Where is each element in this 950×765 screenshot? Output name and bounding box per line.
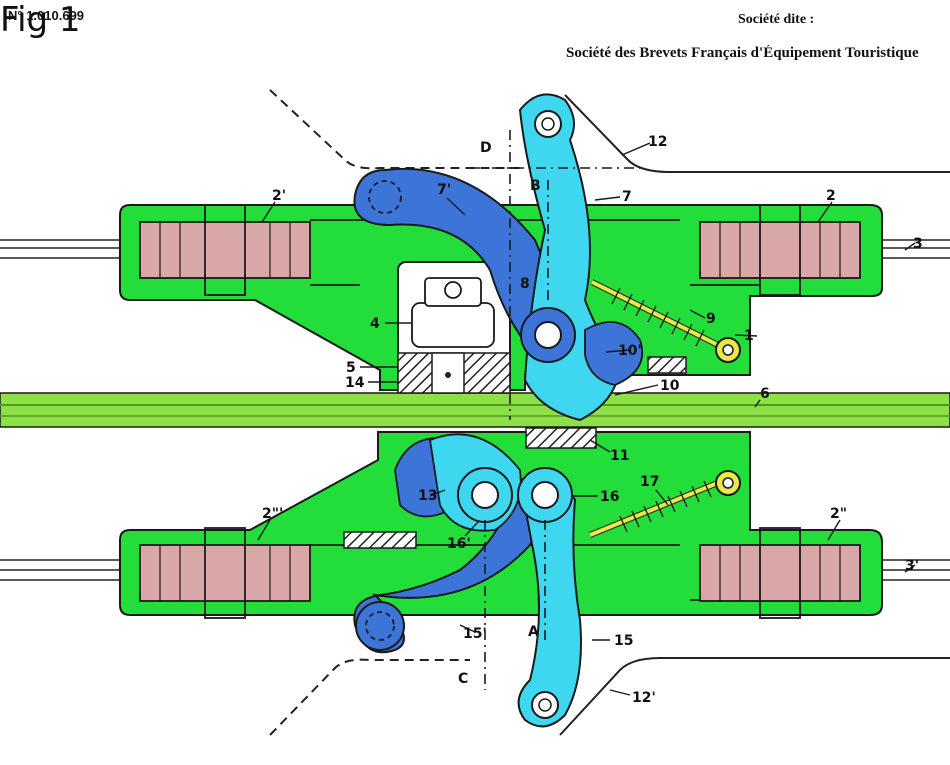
label-17: 17 bbox=[640, 474, 659, 490]
spring-9 bbox=[590, 279, 741, 363]
label-12p: 12' bbox=[632, 690, 656, 706]
label-A: A bbox=[528, 624, 539, 640]
label-2p: 2' bbox=[272, 188, 286, 204]
label-10: 10 bbox=[660, 378, 680, 394]
figure-title: Fig 1 bbox=[0, 0, 81, 40]
dashed-guide-top bbox=[269, 89, 520, 170]
label-3: 3 bbox=[913, 236, 923, 252]
label-B: B bbox=[530, 178, 541, 194]
block-lower-left bbox=[343, 531, 417, 549]
label-16p: 16' bbox=[447, 536, 471, 552]
pulley-2 bbox=[699, 204, 861, 296]
spring-17 bbox=[588, 470, 741, 538]
dashed-guide-bottom bbox=[269, 658, 470, 736]
lever-7p bbox=[353, 167, 562, 357]
rail bbox=[0, 392, 950, 428]
label-9: 9 bbox=[706, 311, 716, 327]
pulley-2pp bbox=[699, 527, 861, 619]
label-2: 2 bbox=[826, 188, 836, 204]
pulley-2ppp bbox=[139, 527, 311, 619]
company-prefix: Société dite : bbox=[738, 12, 815, 27]
label-12: 12 bbox=[648, 134, 667, 150]
label-5: 5 bbox=[346, 360, 356, 376]
block-11 bbox=[525, 427, 597, 449]
label-C: C bbox=[458, 671, 468, 687]
guide-curve-12 bbox=[564, 94, 950, 173]
lever-15 bbox=[517, 476, 582, 728]
cam-10p bbox=[584, 321, 644, 386]
guide-curve-12p bbox=[559, 657, 950, 736]
label-10p: 10' bbox=[618, 343, 642, 359]
block-10 bbox=[647, 356, 687, 374]
pulley-2p bbox=[139, 204, 311, 296]
label-7p: 7' bbox=[437, 182, 451, 198]
label-7: 7 bbox=[622, 189, 632, 205]
bolt-4 bbox=[411, 277, 495, 348]
label-15: 15 bbox=[614, 633, 633, 649]
patent-number: N° 1.010.699 bbox=[8, 8, 85, 23]
label-15p: 15' bbox=[463, 626, 487, 642]
label-3p: 3' bbox=[905, 558, 919, 574]
label-2pp: 2" bbox=[830, 506, 847, 522]
label-16: 16 bbox=[600, 489, 619, 505]
label-13: 13 bbox=[418, 488, 437, 504]
label-1: 1 bbox=[744, 328, 754, 344]
label-8: 8 bbox=[520, 276, 530, 292]
label-6: 6 bbox=[760, 386, 770, 402]
company-name: Société des Brevets Français d'Équipemen… bbox=[566, 45, 919, 61]
label-2ppp: 2"' bbox=[262, 506, 283, 522]
label-11: 11 bbox=[610, 448, 629, 464]
label-14: 14 bbox=[345, 375, 365, 391]
label-D: D bbox=[480, 140, 492, 156]
label-4: 4 bbox=[370, 316, 380, 332]
